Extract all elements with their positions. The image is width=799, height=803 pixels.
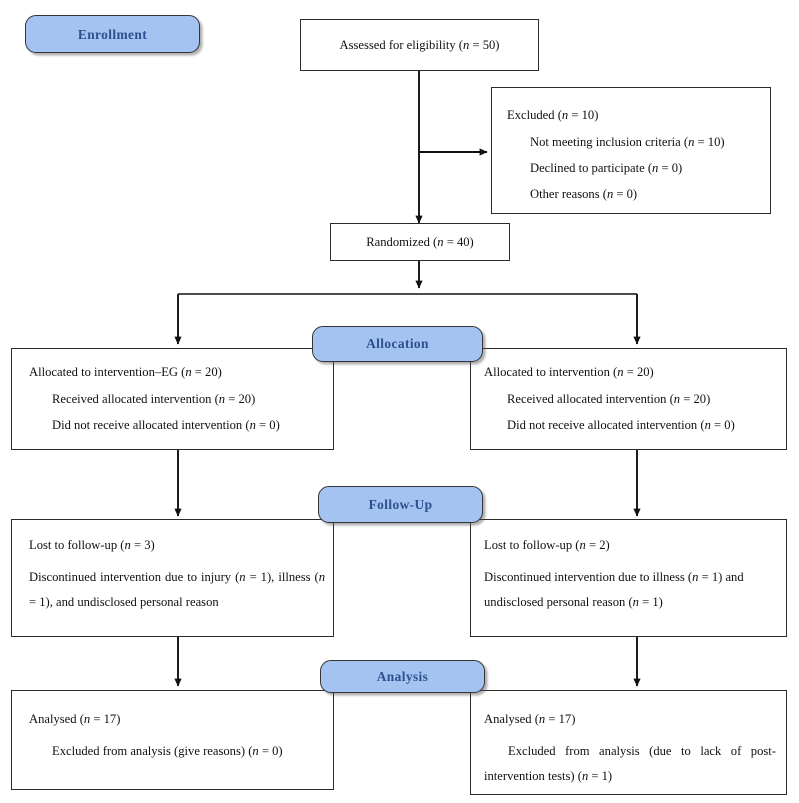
stage-label-analysis: Analysis <box>320 660 485 693</box>
randomized-box: Randomized (n = 40) <box>330 223 510 261</box>
followup-left-box: Lost to follow-up (n = 3) Discontinued i… <box>11 519 334 637</box>
excluded-heading: Excluded (n = 10) <box>507 108 599 122</box>
followup-right-box: Lost to follow-up (n = 2) Discontinued i… <box>470 519 787 637</box>
allocation-right-received: Received allocated intervention (n = 20) <box>507 392 711 406</box>
stage-label-followup: Follow-Up <box>318 486 483 523</box>
assessed-for-eligibility-box: Assessed for eligibility (n = 50) <box>300 19 539 71</box>
excluded-reason-other: Other reasons (n = 0) <box>530 187 638 201</box>
excluded-box: Excluded (n = 10) Not meeting inclusion … <box>491 87 771 214</box>
allocation-right-box: Allocated to intervention (n = 20) Recei… <box>470 348 787 450</box>
stage-label-enrollment-text: Enrollment <box>77 27 148 42</box>
allocation-left-received: Received allocated intervention (n = 20) <box>52 392 256 406</box>
allocation-left-heading: Allocated to intervention–EG (n = 20) <box>29 365 222 379</box>
stage-label-analysis-text: Analysis <box>376 669 429 684</box>
excluded-reason-declined: Declined to participate (n = 0) <box>530 161 683 175</box>
stage-label-enrollment: Enrollment <box>25 15 200 53</box>
randomized-line: Randomized (n = 40) <box>366 235 474 249</box>
followup-right-heading: Lost to follow-up (n = 2) <box>484 538 610 552</box>
followup-right-body: Discontinued intervention due to illness… <box>484 570 744 609</box>
analysis-left-box: Analysed (n = 17) Excluded from analysis… <box>11 690 334 790</box>
stage-label-allocation: Allocation <box>312 326 483 362</box>
analysis-left-body: Excluded from analysis (give reasons) (n… <box>52 744 283 758</box>
allocation-right-heading: Allocated to intervention (n = 20) <box>484 365 654 379</box>
allocation-left-not-received: Did not receive allocated intervention (… <box>52 418 280 432</box>
stage-label-allocation-text: Allocation <box>366 336 429 351</box>
stage-label-followup-text: Follow-Up <box>368 497 433 512</box>
assessed-line: Assessed for eligibility (n = 50) <box>339 38 500 52</box>
analysis-left-heading: Analysed (n = 17) <box>29 712 121 726</box>
analysis-right-heading: Analysed (n = 17) <box>484 712 576 726</box>
followup-left-body: Discontinued intervention due to injury … <box>29 570 325 609</box>
analysis-right-body: Excluded from analysis (due to lack of p… <box>484 744 776 783</box>
allocation-right-not-received: Did not receive allocated intervention (… <box>507 418 735 432</box>
allocation-left-box: Allocated to intervention–EG (n = 20) Re… <box>11 348 334 450</box>
excluded-reason-not-meeting: Not meeting inclusion criteria (n = 10) <box>530 135 725 149</box>
analysis-right-box: Analysed (n = 17) Excluded from analysis… <box>470 690 787 795</box>
followup-left-heading: Lost to follow-up (n = 3) <box>29 538 155 552</box>
